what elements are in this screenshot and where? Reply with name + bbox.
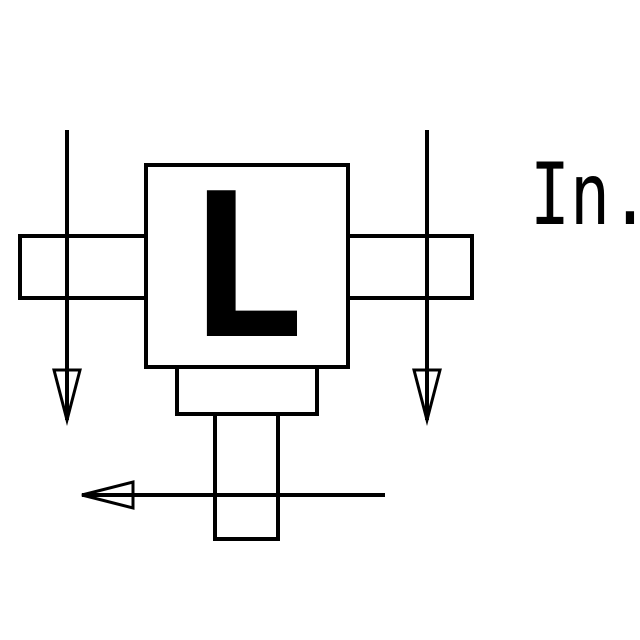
right-shaft	[346, 234, 474, 300]
left-shaft	[18, 234, 148, 300]
bottom-left-arrow	[81, 480, 385, 510]
left-down-arrow	[52, 130, 82, 426]
center-letter: L	[185, 151, 305, 384]
right-down-arrow	[412, 130, 442, 426]
side-label: In.	[530, 145, 640, 245]
bottom-shaft	[213, 412, 280, 541]
